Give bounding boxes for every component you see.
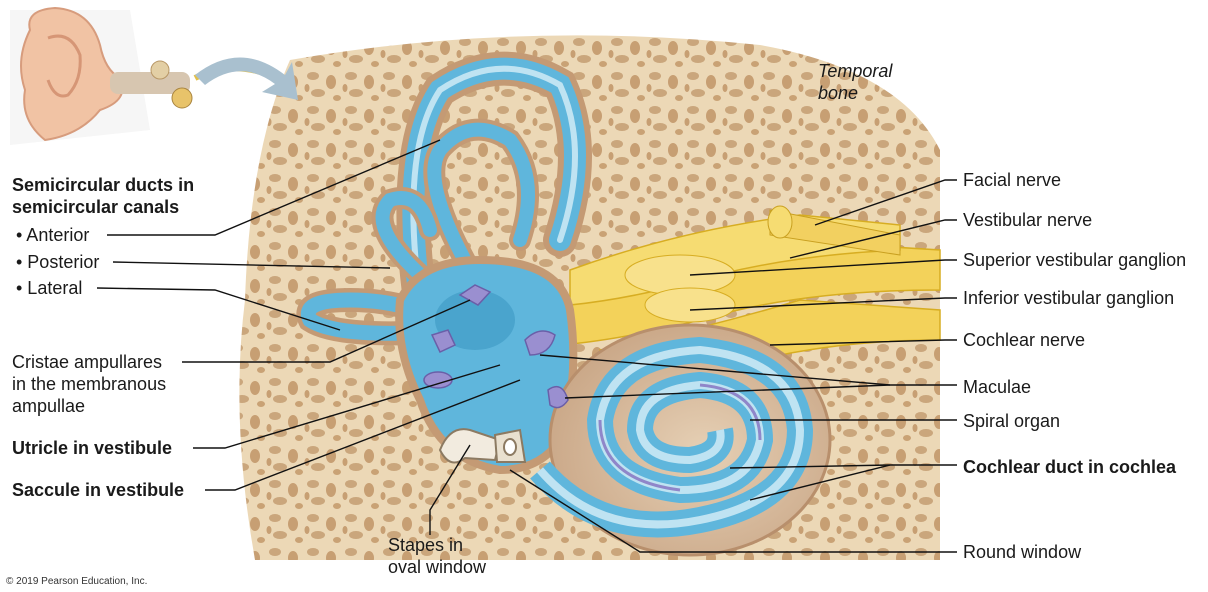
leader-lines [96, 139, 957, 553]
round-window-label: Round window [963, 542, 1082, 562]
inferior-ganglion-label: Inferior vestibular ganglion [963, 288, 1175, 308]
anterior-label: • Anterior [16, 225, 90, 245]
cristae-label: Cristae ampullares [12, 352, 163, 372]
stapes-label-line2: oval window [388, 557, 487, 577]
spiral-organ-label: Spiral organ [963, 411, 1061, 431]
utricle-label: Utricle in vestibule [12, 438, 173, 458]
saccule-label: Saccule in vestibule [12, 480, 185, 500]
zoom-arrow [195, 57, 298, 100]
copyright-notice: © 2019 Pearson Education, Inc. [6, 576, 148, 587]
cristae-label-line2: in the membranous [12, 374, 167, 394]
cochlear-duct-label: Cochlear duct in cochlea [963, 457, 1177, 477]
semicircular-title-line2: semicircular canals [12, 197, 180, 217]
cochlear-nerve-label: Cochlear nerve [963, 330, 1086, 350]
vestibular-nerve-label: Vestibular nerve [963, 210, 1093, 230]
semicircular-canals [296, 51, 592, 346]
temporal-bone-label: Temporal [818, 61, 893, 81]
posterior-label: • Posterior [16, 252, 100, 272]
stapes-label: Stapes in [388, 535, 464, 555]
semicircular-title: Semicircular ducts in [12, 175, 195, 195]
external-ear-inset [10, 6, 272, 145]
cristae-label-line3: ampullae [12, 396, 86, 416]
cristae-maculae [423, 284, 569, 409]
facial-nerve-label: Facial nerve [963, 170, 1062, 190]
maculae-label: Maculae [963, 377, 1032, 397]
superior-ganglion-label: Superior vestibular ganglion [963, 250, 1187, 270]
stapes [438, 428, 527, 464]
lateral-label: • Lateral [16, 278, 83, 298]
temporal-bone-label-line2: bone [818, 83, 859, 103]
